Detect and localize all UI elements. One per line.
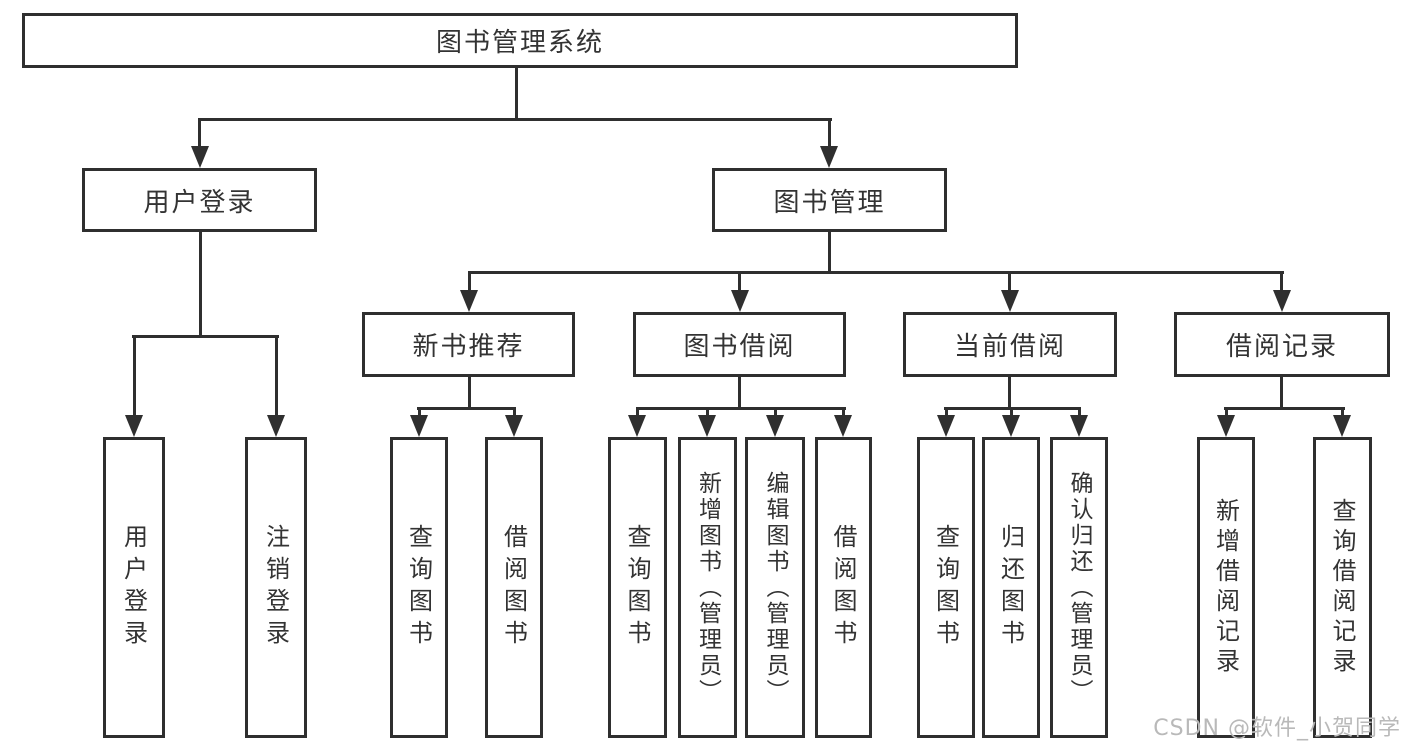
connector-borrow-record-distributor [1224,407,1345,410]
leaf-bb-add-books-label: 新增图书（管理员） [694,470,721,705]
connector-new-book-rec-stem [468,377,471,407]
leaf-bb-add-books: 新增图书（管理员） [678,437,737,738]
connector-drop-cb-return [1010,407,1013,415]
connector-drop-cb-query [945,407,948,415]
node-borrow-record: 借阅记录 [1174,312,1390,377]
leaf-br-query-record-label: 查询借阅记录 [1328,497,1356,678]
connector-drop-new-book-rec [468,271,471,290]
connector-l2-distributor [468,271,1284,274]
leaf-bb-borrow-books-label: 借阅图书 [829,523,857,652]
arrowhead-icon [410,415,428,437]
arrowhead-icon [1273,290,1291,312]
node-current-borrow-label: 当前借阅 [953,332,1066,362]
connector-user-login-stem [199,232,202,335]
connector-drop-book-mgmt [828,118,831,146]
arrowhead-icon [766,415,784,437]
leaf-logout: 注销登录 [245,437,307,738]
leaf-bb-edit-books: 编辑图书（管理员） [745,437,805,738]
node-root-label: 图书管理系统 [435,28,604,58]
arrowhead-icon [820,146,838,168]
node-user-login: 用户登录 [82,168,317,232]
leaf-cb-return-books-label: 归还图书 [996,523,1025,652]
connector-drop-book-borrow [738,271,741,290]
leaf-br-add-record: 新增借阅记录 [1197,437,1255,738]
connector-drop-br-add [1225,407,1228,415]
connector-l1-distributor [198,118,832,121]
node-new-book-rec-label: 新书推荐 [412,332,525,362]
connector-drop-bb-edit [774,407,777,415]
leaf-bb-query-books-label: 查询图书 [623,523,651,652]
leaf-cb-confirm-return: 确认归还（管理员） [1050,437,1108,738]
connector-current-borrow-stem [1008,377,1011,407]
arrowhead-icon [1001,290,1019,312]
arrowhead-icon [1217,415,1235,437]
arrowhead-icon [698,415,716,437]
arrowhead-icon [1002,415,1020,437]
leaf-bb-edit-books-label: 编辑图书（管理员） [762,470,788,705]
leaf-rec-borrow-books: 借阅图书 [485,437,543,738]
leaf-cb-query-books-label: 查询图书 [931,523,960,652]
connector-drop-user-login [198,118,201,146]
arrowhead-icon [1333,415,1351,437]
connector-new-book-rec-distributor [417,407,516,410]
leaf-bb-query-books: 查询图书 [608,437,667,738]
leaf-cb-query-books: 查询图书 [917,437,975,738]
leaf-logout-label: 注销登录 [261,523,290,652]
arrowhead-icon [628,415,646,437]
connector-borrow-record-stem [1280,377,1283,407]
leaf-cb-return-books: 归还图书 [982,437,1040,738]
leaf-br-query-record: 查询借阅记录 [1313,437,1372,738]
connector-book-borrow-distributor [636,407,846,410]
leaf-rec-borrow-books-label: 借阅图书 [499,523,528,652]
node-current-borrow: 当前借阅 [903,312,1117,377]
leaf-rec-query-books: 查询图书 [390,437,448,738]
connector-drop-current-borrow [1008,271,1011,290]
connector-drop-br-query [1341,407,1344,415]
node-book-mgmt-label: 图书管理 [773,187,886,218]
connector-drop-rec-query [418,407,421,415]
connector-book-mgmt-stem [828,232,831,271]
arrowhead-icon [937,415,955,437]
leaf-cb-confirm-return-label: 确认归还（管理员） [1066,470,1092,705]
connector-drop-rec-borrow [513,407,516,415]
node-book-borrow-label: 图书借阅 [683,332,796,362]
connector-drop-bb-borrow [842,407,845,415]
node-borrow-record-label: 借阅记录 [1225,332,1338,362]
leaf-login: 用户登录 [103,437,165,738]
arrowhead-icon [267,415,285,437]
connector-user-login-distributor [132,335,279,338]
arrowhead-icon [1070,415,1088,437]
connector-drop-cb-confirm [1078,407,1081,415]
csdn-watermark: CSDN @软件_小贺同学 [1153,716,1401,741]
leaf-br-add-record-label: 新增借阅记录 [1211,497,1240,678]
connector-drop-login [133,335,136,415]
node-root: 图书管理系统 [22,13,1018,68]
leaf-bb-borrow-books: 借阅图书 [815,437,872,738]
arrowhead-icon [191,146,209,168]
leaf-rec-query-books-label: 查询图书 [404,523,433,652]
node-book-mgmt: 图书管理 [712,168,947,232]
node-book-borrow: 图书借阅 [633,312,846,377]
connector-root-stem [515,68,518,118]
arrowhead-icon [731,290,749,312]
arrowhead-icon [834,415,852,437]
connector-drop-bb-query [636,407,639,415]
connector-drop-logout [275,335,278,415]
arrowhead-icon [125,415,143,437]
leaf-login-label: 用户登录 [119,523,148,652]
arrowhead-icon [460,290,478,312]
connector-drop-bb-add [706,407,709,415]
connector-drop-borrow-record [1280,271,1283,290]
arrowhead-icon [505,415,523,437]
node-user-login-label: 用户登录 [143,187,256,218]
node-new-book-rec: 新书推荐 [362,312,575,377]
connector-book-borrow-stem [738,377,741,407]
